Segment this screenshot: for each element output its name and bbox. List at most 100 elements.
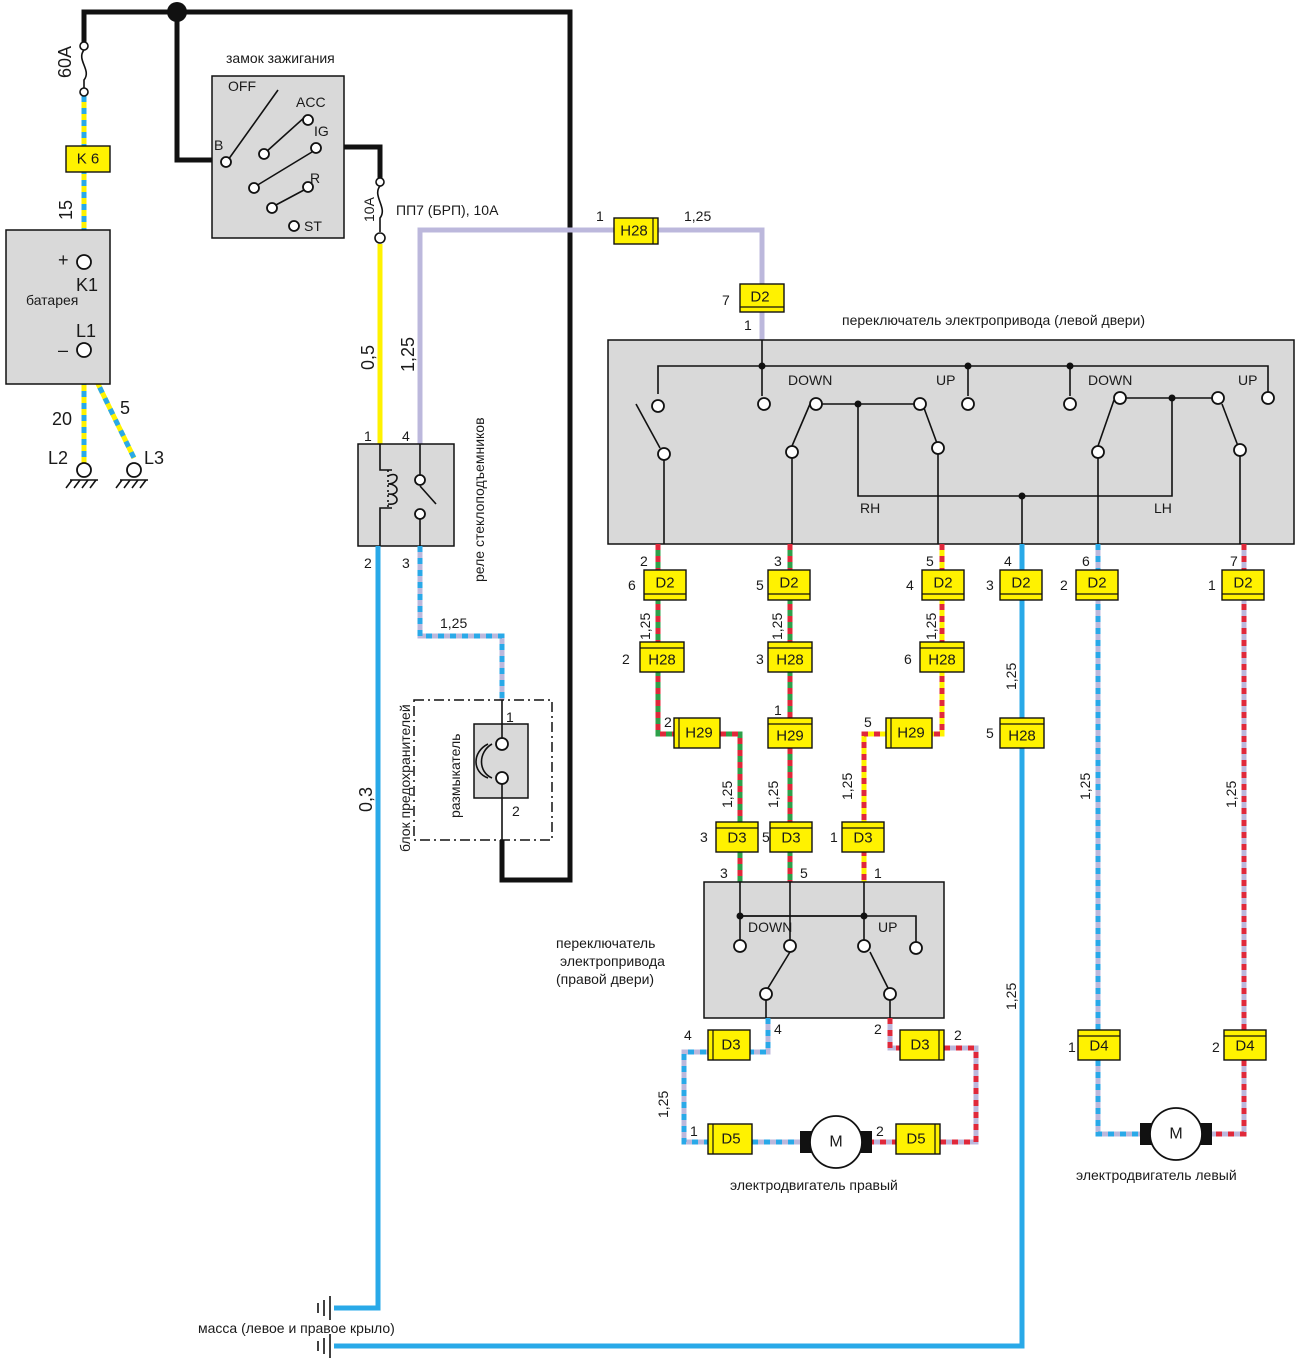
connector-d3-a: D3 xyxy=(715,821,759,853)
motor-right: M электродвигатель правый xyxy=(730,1115,898,1193)
svg-text:4: 4 xyxy=(684,1027,692,1043)
svg-text:M: M xyxy=(829,1134,842,1151)
d3-row: D3 3 D3 5 D3 1 3 5 1 xyxy=(700,821,885,881)
battery-k1: K1 xyxy=(76,275,98,295)
svg-text:1,25: 1,25 xyxy=(1223,781,1239,808)
ground-title: масса (левое и правое крыло) xyxy=(198,1320,395,1336)
wire-blue-ground-2 xyxy=(334,544,1025,1349)
svg-text:6: 6 xyxy=(1082,553,1090,569)
svg-text:H29: H29 xyxy=(685,725,713,742)
svg-text:электропривода: электропривода xyxy=(560,953,665,969)
svg-text:D5: D5 xyxy=(906,1131,925,1148)
svg-text:D5: D5 xyxy=(721,1131,740,1148)
svg-text:3: 3 xyxy=(402,555,410,571)
svg-text:D3: D3 xyxy=(721,1037,740,1054)
wire-red-lilac-left xyxy=(1210,544,1247,1137)
svg-text:D2: D2 xyxy=(779,575,798,592)
battery-l1: L1 xyxy=(76,321,96,341)
svg-text:7: 7 xyxy=(1230,553,1238,569)
wire-blue-lilac-left xyxy=(1095,544,1142,1137)
svg-text:5: 5 xyxy=(756,577,764,593)
ground-l3-label: L3 xyxy=(144,448,164,468)
svg-text:H28: H28 xyxy=(776,652,804,669)
svg-text:RH: RH xyxy=(860,500,880,516)
svg-text:2: 2 xyxy=(954,1027,962,1043)
svg-text:5: 5 xyxy=(800,865,808,881)
wire-size-5: 5 xyxy=(120,398,130,418)
connector-k6: K 6 xyxy=(65,145,111,173)
svg-text:D3: D3 xyxy=(853,830,872,847)
svg-text:D3: D3 xyxy=(781,830,800,847)
svg-text:(правой двери): (правой двери) xyxy=(556,971,654,987)
connector-d2-a: D2 xyxy=(643,569,687,601)
fuse-pp7-rating: 10A xyxy=(361,196,377,222)
connector-d3-d: D3 xyxy=(707,1029,751,1061)
motor-right-title: электродвигатель правый xyxy=(730,1177,898,1193)
svg-text:3: 3 xyxy=(986,577,994,593)
wire-lilac-main xyxy=(417,227,765,444)
svg-text:5: 5 xyxy=(864,714,872,730)
svg-text:5: 5 xyxy=(986,725,994,741)
svg-text:D2: D2 xyxy=(750,289,769,306)
svg-text:2: 2 xyxy=(512,803,520,819)
svg-text:3: 3 xyxy=(700,829,708,845)
svg-text:2: 2 xyxy=(1212,1039,1220,1055)
svg-text:переключатель: переключатель xyxy=(556,935,655,951)
svg-text:2: 2 xyxy=(364,555,372,571)
ign-r-label: R xyxy=(310,170,320,186)
connector-d5-b: D5 xyxy=(895,1123,941,1155)
svg-text:4: 4 xyxy=(1004,553,1012,569)
svg-text:H28: H28 xyxy=(620,223,648,240)
svg-text:H29: H29 xyxy=(776,728,804,745)
svg-text:D4: D4 xyxy=(1089,1038,1108,1055)
ground-l3: L3 xyxy=(115,448,164,489)
d5-connectors: D5 1 D5 2 xyxy=(690,1123,941,1155)
connector-d3-b: D3 xyxy=(769,821,813,853)
svg-text:2: 2 xyxy=(664,714,672,730)
svg-text:1,25: 1,25 xyxy=(637,613,653,640)
d2-top-pin1: 1 xyxy=(744,317,752,333)
breaker-label: размыкатель xyxy=(447,734,463,818)
d2-top-pin7: 7 xyxy=(722,292,730,308)
battery-plus: + xyxy=(58,250,69,270)
svg-text:2: 2 xyxy=(874,1021,882,1037)
svg-text:DOWN: DOWN xyxy=(788,372,832,388)
svg-text:3: 3 xyxy=(720,865,728,881)
svg-text:UP: UP xyxy=(1238,372,1257,388)
connector-d4-b: D4 xyxy=(1223,1029,1267,1061)
svg-text:2: 2 xyxy=(1060,577,1068,593)
svg-text:1: 1 xyxy=(830,829,838,845)
wire-size-125-breaker: 1,25 xyxy=(440,615,467,631)
svg-text:LH: LH xyxy=(1154,500,1172,516)
left-switch-title: переключатель электропривода (левой двер… xyxy=(842,312,1145,328)
svg-text:H28: H28 xyxy=(928,652,956,669)
svg-text:D4: D4 xyxy=(1235,1038,1254,1055)
connector-d3-c: D3 xyxy=(841,821,885,853)
svg-text:4: 4 xyxy=(774,1021,782,1037)
d3-lower: D3 4 4 D3 2 2 xyxy=(684,1021,962,1061)
svg-text:D2: D2 xyxy=(933,575,952,592)
svg-text:1,25: 1,25 xyxy=(1003,983,1019,1010)
svg-text:UP: UP xyxy=(936,372,955,388)
svg-text:D3: D3 xyxy=(910,1037,929,1054)
ground-chassis: масса (левое и правое крыло) xyxy=(198,1296,395,1358)
svg-text:DOWN: DOWN xyxy=(1088,372,1132,388)
relay-title: реле стеклоподъемников xyxy=(471,417,487,582)
connector-d4-a: D4 xyxy=(1077,1029,1121,1061)
svg-text:1: 1 xyxy=(774,702,782,718)
fuse-block-title: блок предохранителей xyxy=(397,704,413,852)
connector-d2-top: D2 xyxy=(739,283,785,313)
svg-text:D3: D3 xyxy=(727,830,746,847)
svg-text:6: 6 xyxy=(904,651,912,667)
ignition-switch-title: замок зажигания xyxy=(226,50,335,66)
svg-text:3: 3 xyxy=(774,553,782,569)
ground-l2-label: L2 xyxy=(48,448,68,468)
d4-connectors: D4 1 D4 2 xyxy=(1068,1029,1267,1061)
wire-size-03: 0,3 xyxy=(356,787,376,812)
svg-text:1,25: 1,25 xyxy=(1003,663,1019,690)
main-fuse: 60A xyxy=(55,41,89,97)
connector-d3-e: D3 xyxy=(899,1029,945,1061)
left-door-switch: переключатель электропривода (левой двер… xyxy=(607,312,1295,545)
ground-l2: L2 xyxy=(48,448,98,489)
